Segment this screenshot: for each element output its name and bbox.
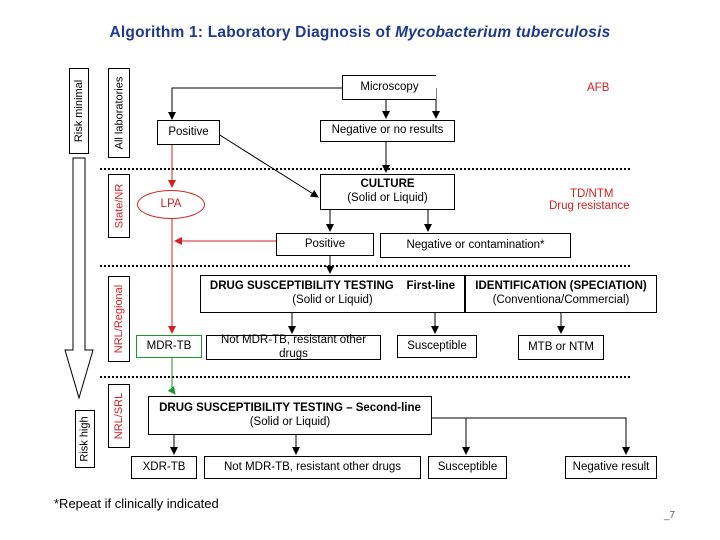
culture-sub: (Solid or Liquid) bbox=[347, 192, 428, 204]
identification-node: IDENTIFICATION (SPECIATION) (Conventiona… bbox=[465, 275, 657, 313]
not-mdr-tb-first-node: Not MDR-TB, resistant other drugs bbox=[206, 334, 381, 360]
negative-microscopy-node: Negative or no results bbox=[320, 120, 455, 142]
footnote: *Repeat if clinically indicated bbox=[54, 496, 219, 511]
positive-culture-node: Positive bbox=[276, 233, 374, 256]
dst1-suffix: First-line bbox=[406, 280, 456, 293]
negative-result-node: Negative result bbox=[565, 456, 657, 479]
risk-minimal-label: Risk minimal bbox=[69, 68, 89, 154]
page-title: Algorithm 1: Laboratory Diagnosis of Myc… bbox=[109, 24, 611, 41]
nrl-srl-label: NRL/SRL bbox=[108, 384, 130, 448]
dst1-title: DRUG SUSCEPTIBILITY TESTING bbox=[209, 280, 394, 293]
dst2-title: DRUG SUSCEPTIBILITY TESTING – Second-lin… bbox=[159, 401, 421, 414]
susceptible-first-node: Susceptible bbox=[397, 335, 477, 358]
negative-contamination-node: Negative or contamination* bbox=[380, 233, 571, 258]
dst1-sub: (Solid or Liquid) bbox=[292, 294, 373, 306]
susceptible-second-node: Susceptible bbox=[428, 456, 507, 479]
state-nr-label: State/NR bbox=[108, 174, 130, 238]
dst-first-line-node: DRUG SUSCEPTIBILITY TESTING First-line (… bbox=[200, 275, 465, 313]
mdr-tb-node: MDR-TB bbox=[136, 335, 202, 358]
lpa-node: LPA bbox=[137, 190, 205, 219]
culture-title: CULTURE bbox=[360, 178, 415, 191]
not-mdr-tb-second-node: Not MDR-TB, resistant other drugs bbox=[204, 456, 421, 479]
nrl-regional-label: NRL/Regional bbox=[108, 276, 130, 362]
microscopy-node: Microscopy bbox=[342, 75, 436, 100]
xdr-tb-node: XDR-TB bbox=[131, 456, 197, 479]
td-ntm-annotation: TD/NTM bbox=[570, 188, 614, 200]
risk-high-label: Risk high bbox=[75, 410, 95, 468]
all-laboratories-label: All laboratories bbox=[108, 68, 130, 158]
identification-title: IDENTIFICATION (SPECIATION) bbox=[475, 280, 647, 293]
afb-annotation: AFB bbox=[587, 82, 610, 94]
dst-second-line-node: DRUG SUSCEPTIBILITY TESTING – Second-lin… bbox=[148, 396, 432, 435]
page-number: _7 bbox=[664, 510, 676, 521]
dst2-sub: (Solid or Liquid) bbox=[249, 415, 331, 428]
mtb-or-ntm-node: MTB or NTM bbox=[518, 335, 604, 360]
positive-microscopy-node: Positive bbox=[157, 120, 220, 145]
culture-node: CULTURE (Solid or Liquid) bbox=[320, 174, 455, 210]
identification-sub: (Conventiona/Commercial) bbox=[492, 294, 630, 306]
drug-resistance-annotation: Drug resistance bbox=[549, 200, 630, 212]
